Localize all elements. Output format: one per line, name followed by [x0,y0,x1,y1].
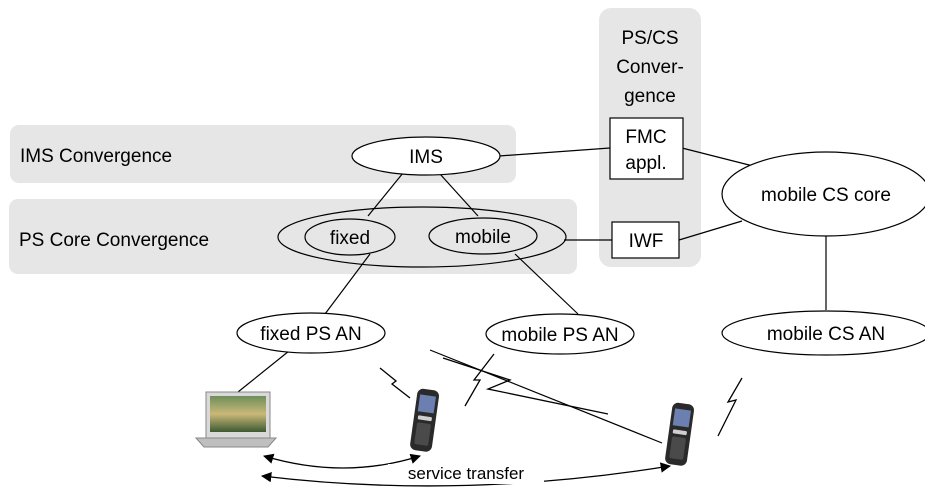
service-transfer-arrows [260,453,672,487]
fixed-ps-an-to-phone2-line [429,349,663,444]
iwf-box[interactable] [611,221,680,259]
mobile-ps-an-node[interactable] [485,313,635,355]
mobile-phone-icon [410,388,440,452]
fixed-ps-an-node[interactable] [236,312,386,354]
lightning-icon [464,353,495,407]
mobile-label: mobile [455,227,511,248]
iwf-label: IWF [629,231,664,252]
monitor-icon [194,391,278,448]
ims-to-fmc-line [498,147,611,157]
transfer-arrow-phone1-phone2 [260,462,672,487]
mobile-cs-an-node[interactable] [721,310,925,356]
mobile-cs-core-node[interactable] [721,151,925,237]
ps-core-convergence-label: PS Core Convergence [19,230,209,251]
mobile-cs-core-label: mobile CS core [761,185,891,206]
ps-core-convergence-region [9,199,577,274]
fixed-node[interactable] [304,218,396,256]
radio-links [379,353,743,437]
ims-convergence-label: IMS Convergence [20,146,172,167]
fixed-ps-an-to-pc-line [237,350,290,393]
fmc-appl-box[interactable] [609,117,684,180]
mobile-phone-icon [665,402,695,466]
ims-node[interactable] [351,136,501,176]
lightning-icon [442,357,609,415]
fmc-label-line-2: appl. [625,153,666,174]
lightning-icon [717,377,743,437]
fmc-label-line-1: FMC [625,127,666,148]
service-transfer-label: service transfer [408,464,525,483]
ps-cs-convergence-label: PS/CS Conver- gence [616,28,684,107]
fmc-to-cs-core-line [681,147,758,168]
mobile-to-mobile-ps-an-line [514,253,579,315]
mobile-node[interactable] [428,217,538,255]
mobile-cs-an-label: mobile CS AN [767,324,885,345]
fixed-ps-an-label: fixed PS AN [260,324,361,345]
fixed-label: fixed [330,228,370,249]
ps-cs-convergence-line-1: PS/CS [621,28,678,49]
ps-cs-convergence-line-2: Conver- [616,57,684,78]
lightning-icon [379,367,411,399]
mobile-ps-an-label: mobile PS AN [501,325,618,346]
ims-label: IMS [409,147,443,168]
nodes [236,136,925,356]
ps-cs-convergence-line-3: gence [624,86,676,107]
ps-core-big-ellipse [277,206,567,268]
iwf-to-cs-core-line [678,220,743,241]
